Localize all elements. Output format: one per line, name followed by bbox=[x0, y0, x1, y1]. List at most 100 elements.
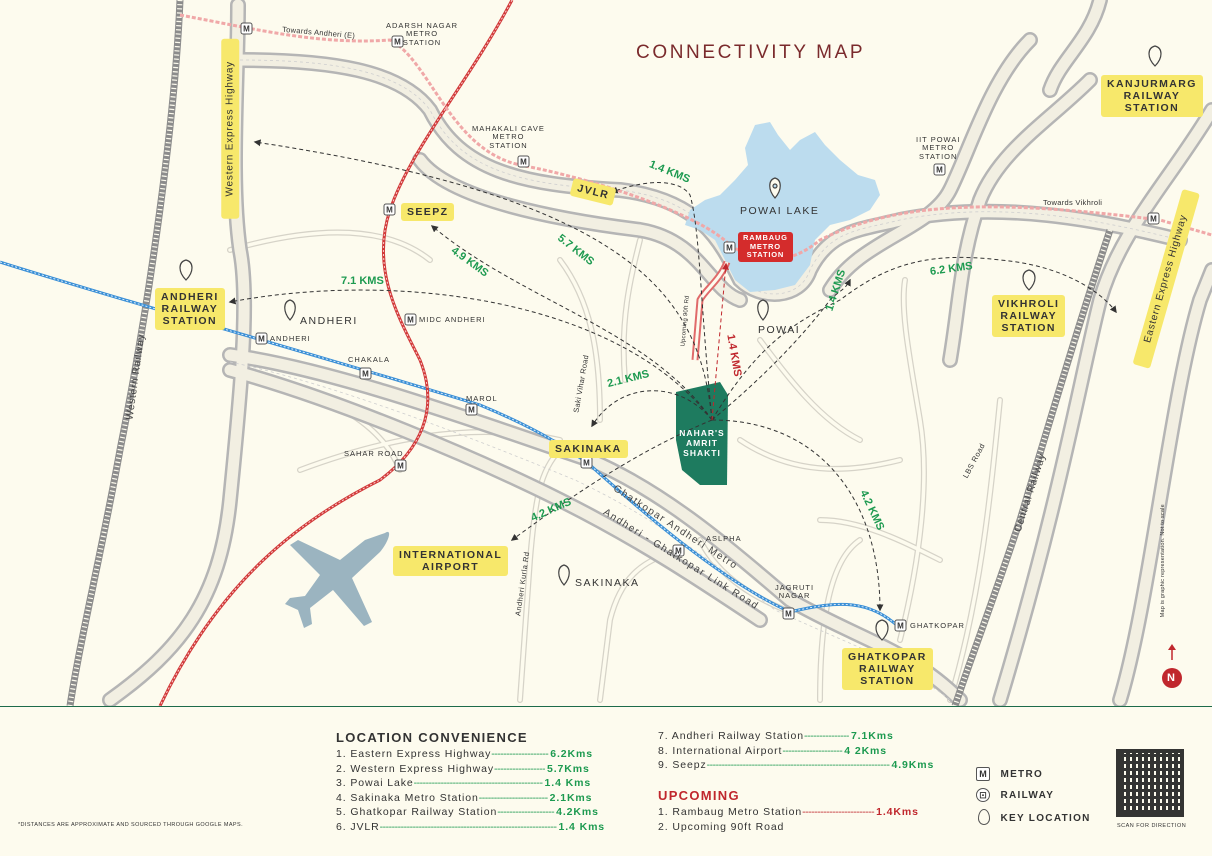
svg-text:M: M bbox=[583, 459, 590, 468]
powai-lake-label: POWAI LAKE bbox=[740, 205, 820, 217]
svg-text:M: M bbox=[897, 622, 904, 631]
svg-text:M: M bbox=[936, 166, 943, 175]
label-line: RAILWAY bbox=[161, 303, 219, 316]
key-metro: M METRO bbox=[976, 765, 1043, 781]
railway-pin-icon bbox=[179, 259, 193, 281]
key-location: KEY LOCATION bbox=[978, 809, 1091, 825]
legend-leader: ------------------------ bbox=[802, 806, 875, 818]
key-label: METRO bbox=[1000, 769, 1044, 780]
location-pin-icon bbox=[757, 299, 769, 321]
legend-distance: 7.1Kms bbox=[850, 730, 894, 742]
north-arrow bbox=[1162, 644, 1182, 688]
svg-text:M: M bbox=[362, 370, 369, 379]
legend-leader: ------------------- bbox=[491, 748, 549, 760]
legend-distance: 4.9Kms bbox=[891, 759, 935, 771]
svg-text:M: M bbox=[397, 462, 404, 471]
label-line: STATION bbox=[919, 151, 958, 161]
svg-text:M: M bbox=[785, 610, 792, 619]
major-roads bbox=[102, 0, 1212, 706]
railway-pin-icon bbox=[1148, 45, 1162, 67]
legend-leader: ----------------------------------------… bbox=[706, 759, 890, 771]
metro-station-marker: M bbox=[933, 163, 946, 176]
location-pin-icon bbox=[769, 177, 781, 199]
sakinaka-label: SAKINAKA bbox=[549, 440, 628, 459]
project-site-shape bbox=[676, 382, 728, 485]
legend-place: 4. Sakinaka Metro Station bbox=[336, 791, 479, 804]
seepz-label: SEEPZ bbox=[401, 203, 455, 222]
asalpha-label: ASLPHA bbox=[706, 534, 742, 543]
svg-text:M: M bbox=[675, 547, 682, 556]
metro-station-marker: M bbox=[391, 35, 404, 48]
svg-text:M: M bbox=[726, 244, 733, 253]
legend-row: 7. Andheri Railway Station--------------… bbox=[658, 731, 894, 742]
footnote: *DISTANCES ARE APPROXIMATE AND SOURCED T… bbox=[18, 822, 243, 828]
rambaug-arrow bbox=[711, 262, 729, 421]
legend-row: 3. Powai Lake---------------------------… bbox=[336, 778, 591, 789]
map-canvas: M M M M M M M M M M M M M M M M bbox=[0, 0, 1212, 706]
legend-place: 1. Rambaug Metro Station bbox=[658, 806, 803, 818]
distance-andheri: 7.1 KMS bbox=[341, 275, 384, 287]
sahar-road-label: SAHAR ROAD bbox=[344, 449, 404, 458]
metro-station-marker: M bbox=[894, 619, 907, 632]
label-line: STATION bbox=[1001, 322, 1056, 335]
metro-station-marker: M bbox=[517, 155, 530, 168]
svg-text:M: M bbox=[1150, 215, 1157, 224]
metro-station-marker: M bbox=[359, 367, 372, 380]
label-line: VIKHROLI bbox=[998, 298, 1060, 310]
legend-leader: ----------------------- bbox=[478, 791, 548, 804]
label-line: RAILWAY bbox=[1000, 310, 1058, 323]
label-line: JAGRUTI bbox=[775, 583, 815, 592]
legend-distance: 2.1Kms bbox=[549, 791, 593, 804]
map-title: CONNECTIVITY MAP bbox=[636, 42, 866, 63]
legend-place: 2. Upcoming 90ft Road bbox=[658, 820, 785, 833]
legend-leader: ------------------- bbox=[497, 806, 555, 818]
legend-leader: ----------------------------------------… bbox=[413, 777, 543, 789]
label-line: AIRPORT bbox=[422, 561, 480, 574]
label-line: METRO bbox=[492, 132, 525, 142]
label-line: AMRIT bbox=[686, 438, 718, 449]
svg-text:M: M bbox=[243, 25, 250, 34]
towards-vikhroli-label: Towards Vikhroli bbox=[1043, 198, 1103, 207]
qr-code[interactable] bbox=[1116, 749, 1184, 817]
metro-station-marker: M bbox=[465, 403, 478, 416]
marol-label: MAROL bbox=[466, 394, 498, 403]
label-line: IIT POWAI bbox=[916, 135, 961, 144]
railway-pins bbox=[179, 45, 1162, 641]
label-line: RAILWAY bbox=[859, 663, 916, 676]
powai-label: POWAI bbox=[758, 324, 801, 336]
label-line: STATION bbox=[402, 37, 442, 47]
legend-place: 9. Seepz bbox=[658, 759, 707, 771]
key-railway: ⊡ RAILWAY bbox=[976, 786, 1054, 802]
railway-pin-icon bbox=[875, 619, 889, 641]
legend-row: 2. Western Express Highway--------------… bbox=[336, 763, 590, 775]
sakinaka-area-label: SAKINAKA bbox=[575, 577, 640, 589]
metro-icon: M bbox=[976, 767, 990, 781]
andheri-area-label: ANDHERI bbox=[300, 315, 358, 327]
label-line: RAILWAY bbox=[1123, 90, 1181, 103]
legend-leader: -------------------- bbox=[782, 744, 843, 757]
legend-place: 7. Andheri Railway Station bbox=[658, 730, 804, 742]
metro-station-marker: M bbox=[782, 607, 795, 620]
svg-text:M: M bbox=[520, 158, 527, 167]
label-line: METRO bbox=[405, 29, 439, 39]
label-line: GHATKOPAR bbox=[848, 651, 927, 663]
svg-text:M: M bbox=[407, 316, 414, 325]
pink-metro-line bbox=[179, 13, 1212, 261]
key-label: RAILWAY bbox=[1000, 790, 1055, 801]
svg-text:M: M bbox=[468, 406, 475, 415]
location-pin-icon bbox=[558, 564, 570, 586]
airplane-icon bbox=[285, 531, 390, 628]
metro-station-marker: M bbox=[394, 459, 407, 472]
chakala-label: CHAKALA bbox=[348, 355, 391, 364]
major-roads-inner bbox=[104, 0, 1212, 706]
location-pins bbox=[284, 177, 781, 586]
metro-station-marker: M bbox=[1147, 212, 1160, 225]
metro-station-marker: M bbox=[672, 544, 685, 557]
label-line: NAHAR'S bbox=[679, 428, 725, 438]
red-metro-line-inner bbox=[159, 0, 513, 706]
